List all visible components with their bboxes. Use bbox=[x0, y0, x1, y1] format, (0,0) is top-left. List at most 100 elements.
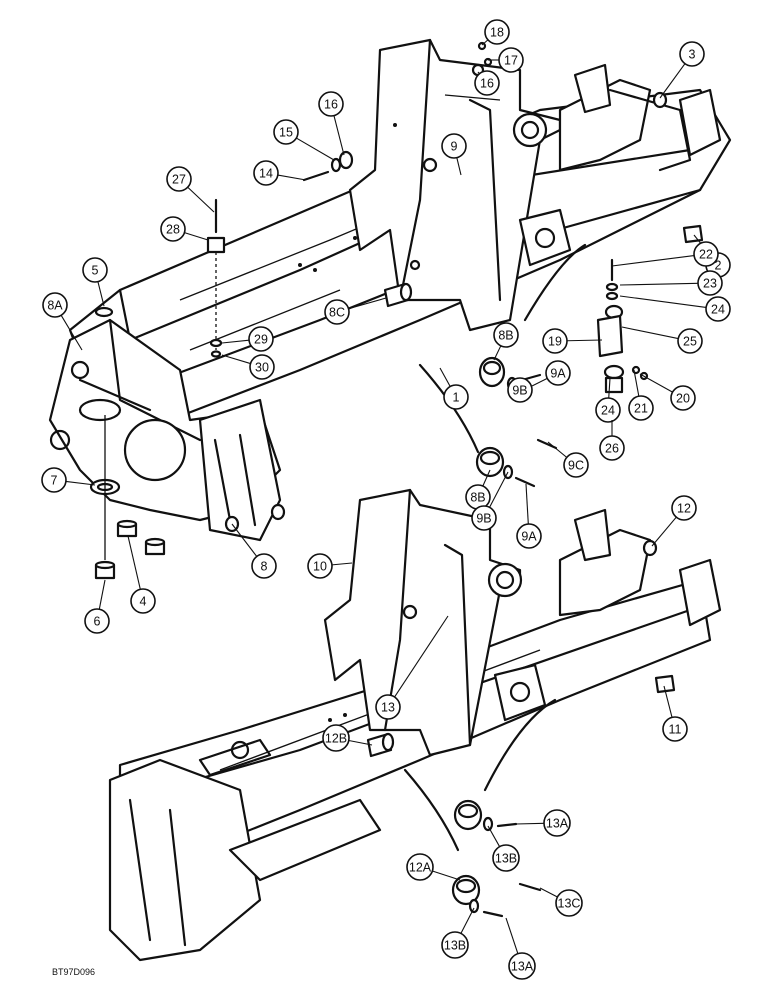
callout-13: 13 bbox=[375, 615, 449, 720]
callout-label: 4 bbox=[140, 595, 147, 609]
callout-14: 14 bbox=[253, 160, 307, 186]
callout-leader bbox=[231, 523, 258, 557]
callout-circle bbox=[697, 270, 723, 296]
callout-13c: 13C bbox=[539, 887, 583, 917]
callout-25: 25 bbox=[621, 326, 703, 354]
callout-label: 17 bbox=[504, 54, 518, 68]
callout-circle bbox=[130, 588, 156, 614]
callout-leader bbox=[221, 354, 251, 365]
callout-leader bbox=[619, 295, 707, 308]
callout-circle bbox=[545, 360, 571, 386]
callout-12: 12 bbox=[651, 495, 697, 547]
upper-frame bbox=[48, 38, 732, 542]
callout-label: 7 bbox=[51, 474, 58, 488]
callout-12b: 12B bbox=[322, 724, 373, 752]
callout-leader bbox=[60, 315, 83, 351]
callout-circle bbox=[555, 889, 583, 917]
callout-label: 1 bbox=[453, 391, 460, 405]
callout-label: 9C bbox=[568, 459, 584, 473]
callout-label: 8B bbox=[498, 329, 513, 343]
callout-label: 9 bbox=[451, 140, 458, 154]
callout-leader bbox=[97, 281, 105, 307]
callout-label: 30 bbox=[255, 361, 269, 375]
callout-leader bbox=[127, 535, 141, 590]
callout-16: 16 bbox=[318, 91, 345, 156]
callout-28: 28 bbox=[160, 216, 209, 242]
callout-3: 3 bbox=[659, 41, 705, 99]
figure-code: BT97D096 bbox=[52, 967, 95, 977]
callout-label: 29 bbox=[254, 333, 268, 347]
callout-leader bbox=[487, 825, 501, 847]
callout-13a: 13A bbox=[505, 917, 536, 980]
callout-circle bbox=[508, 952, 536, 980]
callout-label: 14 bbox=[259, 167, 273, 181]
callout-label: 23 bbox=[703, 277, 717, 291]
callout-leader bbox=[333, 115, 345, 156]
callout-circle bbox=[318, 91, 344, 117]
callout-circle bbox=[595, 397, 621, 423]
callout-21: 21 bbox=[628, 369, 654, 421]
callout-label: 13C bbox=[558, 897, 581, 911]
callout-circle bbox=[160, 216, 186, 242]
callout-13a: 13A bbox=[515, 809, 571, 837]
callout-label: 9A bbox=[550, 367, 566, 381]
callout-18: 18 bbox=[481, 19, 510, 46]
callout-10: 10 bbox=[307, 553, 353, 579]
callout-1: 1 bbox=[439, 367, 469, 410]
callout-label: 16 bbox=[480, 77, 494, 91]
callout-leader bbox=[539, 887, 558, 898]
callout-9: 9 bbox=[441, 133, 467, 176]
callout-leader bbox=[639, 373, 673, 393]
callout-26: 26 bbox=[599, 420, 625, 461]
callout-label: 22 bbox=[699, 248, 713, 262]
callout-label: 12B bbox=[325, 732, 347, 746]
callout-16: 16 bbox=[474, 70, 500, 96]
callout-circle bbox=[84, 608, 110, 634]
callout-label: 25 bbox=[683, 335, 697, 349]
callout-13b: 13B bbox=[441, 907, 475, 959]
callout-circle bbox=[307, 553, 333, 579]
callout-label: 8A bbox=[47, 299, 63, 313]
callout-15: 15 bbox=[273, 119, 335, 161]
callout-leader bbox=[348, 739, 373, 746]
callout-11: 11 bbox=[662, 685, 688, 742]
callout-leader bbox=[525, 483, 529, 525]
callout-8: 8 bbox=[231, 523, 277, 579]
callout-circle bbox=[249, 354, 275, 380]
callout-circle bbox=[166, 166, 192, 192]
callout-circle bbox=[670, 385, 696, 411]
callout-circle bbox=[82, 257, 108, 283]
callout-leader bbox=[531, 377, 548, 387]
callout-leader bbox=[98, 579, 106, 610]
callout-22: 22 bbox=[611, 241, 719, 267]
callout-8b: 8B bbox=[493, 322, 519, 361]
callout-4: 4 bbox=[127, 535, 156, 614]
callout-circle bbox=[273, 119, 299, 145]
callout-leader bbox=[348, 297, 387, 310]
callout-leader bbox=[651, 516, 677, 547]
callout-circle bbox=[543, 809, 571, 837]
callout-circle bbox=[375, 694, 401, 720]
callout-label: 16 bbox=[324, 98, 338, 112]
callout-label: 5 bbox=[92, 264, 99, 278]
callout-9b: 9B bbox=[471, 471, 509, 531]
callout-19: 19 bbox=[542, 328, 603, 354]
callout-8c: 8C bbox=[324, 297, 387, 325]
callout-9c: 9C bbox=[547, 441, 589, 478]
callout-circle bbox=[493, 322, 519, 348]
callout-circle bbox=[498, 47, 524, 73]
callout-leader bbox=[547, 441, 568, 458]
callout-label: 13B bbox=[444, 939, 466, 953]
callout-label: 13A bbox=[546, 817, 569, 831]
callout-leader bbox=[633, 369, 640, 397]
callout-circle bbox=[671, 495, 697, 521]
callout-circle bbox=[542, 328, 568, 354]
callout-leader bbox=[482, 469, 491, 487]
callout-leader bbox=[481, 39, 489, 46]
callout-label: 27 bbox=[172, 173, 186, 187]
callout-circle bbox=[662, 716, 688, 742]
callout-label: 18 bbox=[490, 26, 504, 40]
callout-label: 12 bbox=[677, 502, 691, 516]
callout-24: 24 bbox=[595, 377, 621, 423]
callout-leader bbox=[65, 480, 96, 486]
